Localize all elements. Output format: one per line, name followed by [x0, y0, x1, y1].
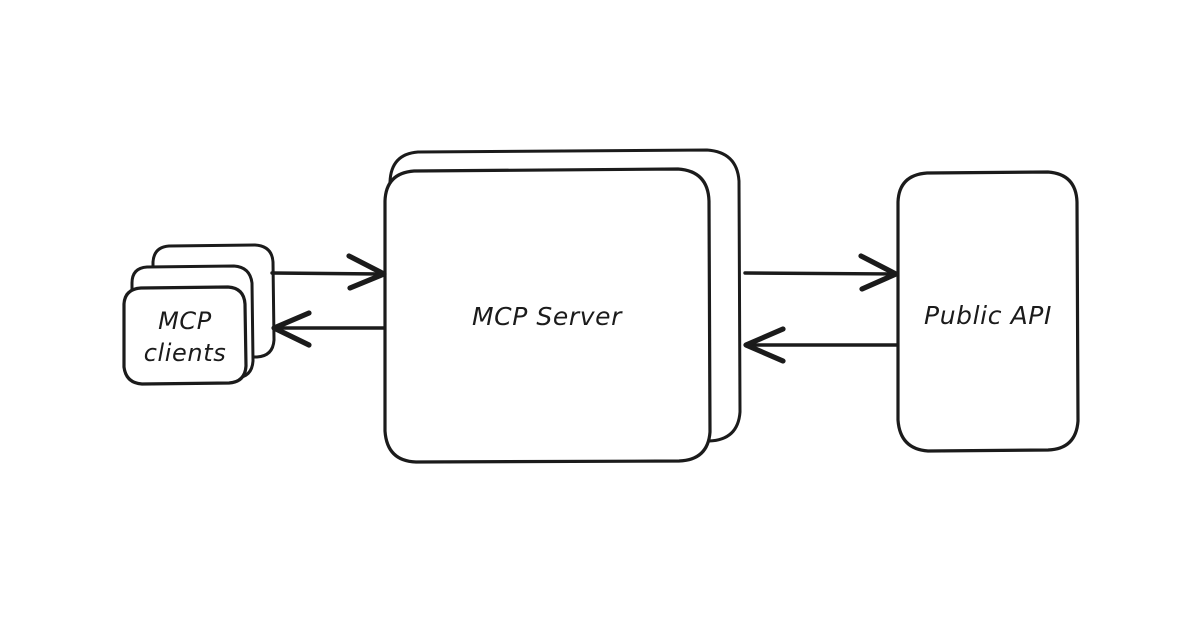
edge-clients-to-server-line [270, 271, 383, 276]
edge-server-to-clients-arrowhead [271, 310, 312, 348]
mcp-clients-card-front [122, 285, 248, 386]
mcp-clients-label-line1: MCP [158, 307, 212, 335]
public-api-card [896, 170, 1080, 453]
edge-api-to-server-arrowhead [743, 326, 786, 364]
edge-server-to-clients[interactable] [271, 310, 386, 348]
edge-clients-to-server[interactable] [270, 253, 387, 291]
mcp-server-card-front [383, 167, 712, 464]
edge-clients-to-server-arrowhead [346, 253, 387, 291]
node-mcp-clients[interactable]: MCP clients [122, 243, 276, 386]
mcp-clients-label-line2: clients [144, 339, 227, 367]
public-api-label: Public API [924, 301, 1052, 330]
edge-server-to-api[interactable] [743, 253, 899, 292]
edge-server-to-api-arrowhead [858, 253, 899, 292]
edge-api-to-server[interactable] [743, 326, 899, 364]
node-mcp-server[interactable]: MCP Server [383, 148, 742, 464]
node-public-api[interactable]: Public API [896, 170, 1080, 453]
edge-server-to-api-line [743, 271, 895, 276]
mcp-server-label: MCP Server [472, 302, 623, 331]
